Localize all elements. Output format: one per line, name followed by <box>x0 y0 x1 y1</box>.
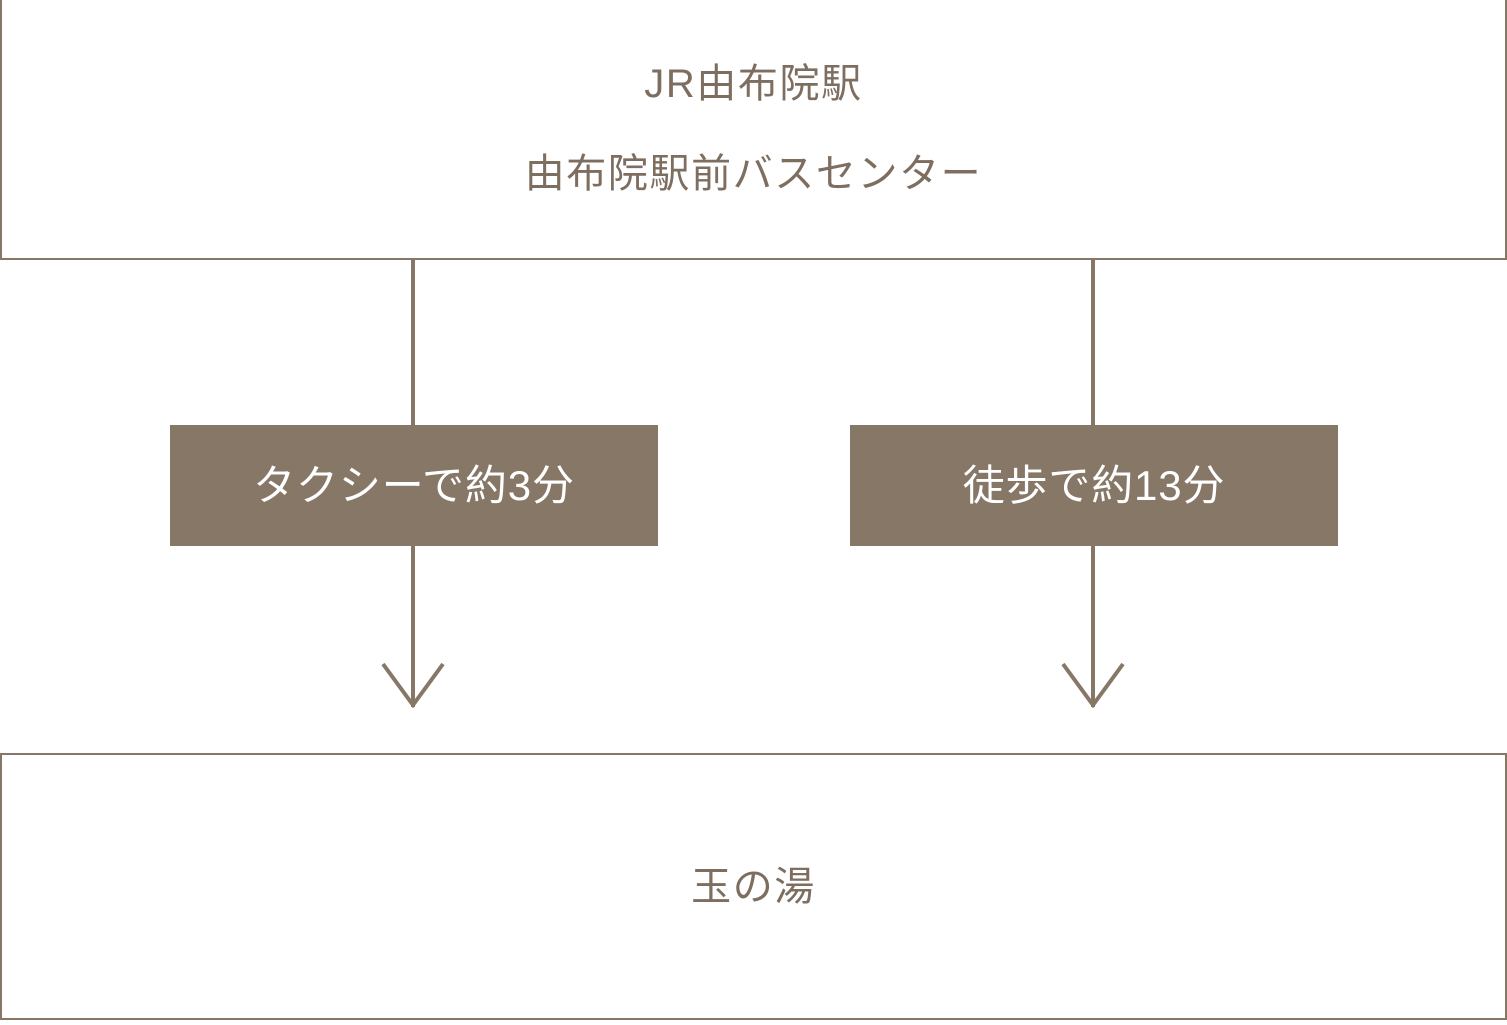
route-mode-label-walk: 徒歩で約13分 <box>962 461 1226 509</box>
route-mode-label-taxi: タクシーで約3分 <box>253 461 575 509</box>
route-mode-box-taxi: タクシーで約3分 <box>170 425 658 546</box>
origin-primary-label: JR由布院駅 <box>644 62 863 106</box>
arrow-down-icon-taxi <box>381 662 445 708</box>
destination-label: 玉の湯 <box>691 864 816 909</box>
destination-node-box: 玉の湯 <box>0 753 1507 1020</box>
route-mode-box-walk: 徒歩で約13分 <box>850 425 1338 546</box>
origin-node-box: JR由布院駅 由布院駅前バスセンター <box>0 0 1507 260</box>
origin-secondary-label: 由布院駅前バスセンター <box>524 152 983 196</box>
arrow-down-icon-walk <box>1061 662 1125 708</box>
